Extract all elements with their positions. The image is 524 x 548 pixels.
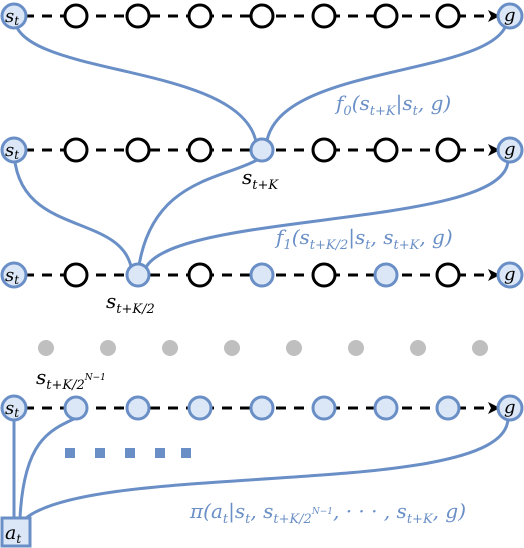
state-node-selected (373, 262, 399, 288)
action-label: at (5, 522, 21, 546)
separator-dot (472, 340, 488, 356)
state-node (187, 3, 213, 29)
ellipsis-square (95, 448, 105, 458)
state-node (125, 3, 151, 29)
goal-label: g (504, 139, 516, 160)
state-node (125, 137, 151, 163)
ellipsis-square (181, 448, 191, 458)
state-node-selected (435, 395, 461, 421)
state-node (63, 3, 89, 29)
state-node (63, 262, 89, 288)
state-node (311, 3, 337, 29)
start-label: st (5, 140, 19, 162)
state-node-selected (63, 395, 89, 421)
connection-curves (12, 15, 510, 520)
start-node (0, 2, 28, 30)
row-separator-dots (38, 340, 488, 356)
row-2: st g (0, 136, 524, 164)
state-node (311, 262, 337, 288)
curve-g-to-stK (264, 15, 510, 149)
curve-st-to-stK2 (12, 147, 134, 273)
separator-dot (410, 340, 426, 356)
state-node-selected (187, 395, 213, 421)
goal-label: g (504, 5, 516, 26)
goal-node (496, 394, 524, 422)
start-label: st (5, 265, 19, 287)
start-label: st (5, 6, 19, 28)
label-stK2: st+K/2 (106, 289, 155, 317)
row-4: st g (0, 394, 524, 422)
goal-node (496, 136, 524, 164)
separator-dot (38, 340, 54, 356)
state-node-selected (125, 262, 151, 288)
state-node (435, 3, 461, 29)
state-node-selected (311, 395, 337, 421)
action-node (0, 516, 32, 548)
formula-pi: π(at|st, st+K/2N−1, · · · , st+K, g) (189, 499, 466, 527)
ellipsis-squares (65, 448, 191, 458)
goal-label: g (504, 264, 516, 285)
label-stK: st+K (242, 165, 279, 193)
start-node (0, 136, 28, 164)
state-node-selected (249, 395, 275, 421)
row-1: st g (0, 2, 524, 30)
separator-dot (286, 340, 302, 356)
formula-f0: f0(st+K|st, g) (334, 91, 451, 119)
state-node (187, 262, 213, 288)
curve-stKN-to-at (18, 416, 77, 519)
curve-stK-to-stK2 (136, 158, 258, 273)
state-node (435, 262, 461, 288)
separator-dot (348, 340, 364, 356)
separator-dot (162, 340, 178, 356)
state-node (373, 137, 399, 163)
ellipsis-square (155, 448, 165, 458)
separator-dot (100, 340, 116, 356)
goal-label: g (504, 397, 516, 418)
curve-g-to-at (25, 417, 510, 520)
state-node (373, 3, 399, 29)
state-node (187, 137, 213, 163)
curve-g-to-stK2 (142, 159, 510, 273)
ellipsis-square (125, 448, 135, 458)
ellipsis-square (65, 448, 75, 458)
state-node-selected (125, 395, 151, 421)
state-node (63, 137, 89, 163)
state-node-selected (249, 262, 275, 288)
label-stKN: st+K/2N−1 (36, 365, 106, 393)
state-node (435, 137, 461, 163)
state-node-selected (373, 395, 399, 421)
start-node (0, 394, 28, 422)
state-node (311, 137, 337, 163)
curve-st-to-stK (12, 15, 259, 149)
row-3: st g (0, 261, 524, 289)
separator-dot (224, 340, 240, 356)
goal-node (496, 2, 524, 30)
start-label: st (5, 398, 19, 420)
formula-f1: f1(st+K/2|st, st+K, g) (274, 225, 453, 253)
start-node (0, 261, 28, 289)
state-node (249, 3, 275, 29)
goal-node (496, 261, 524, 289)
state-node-selected (249, 137, 275, 163)
